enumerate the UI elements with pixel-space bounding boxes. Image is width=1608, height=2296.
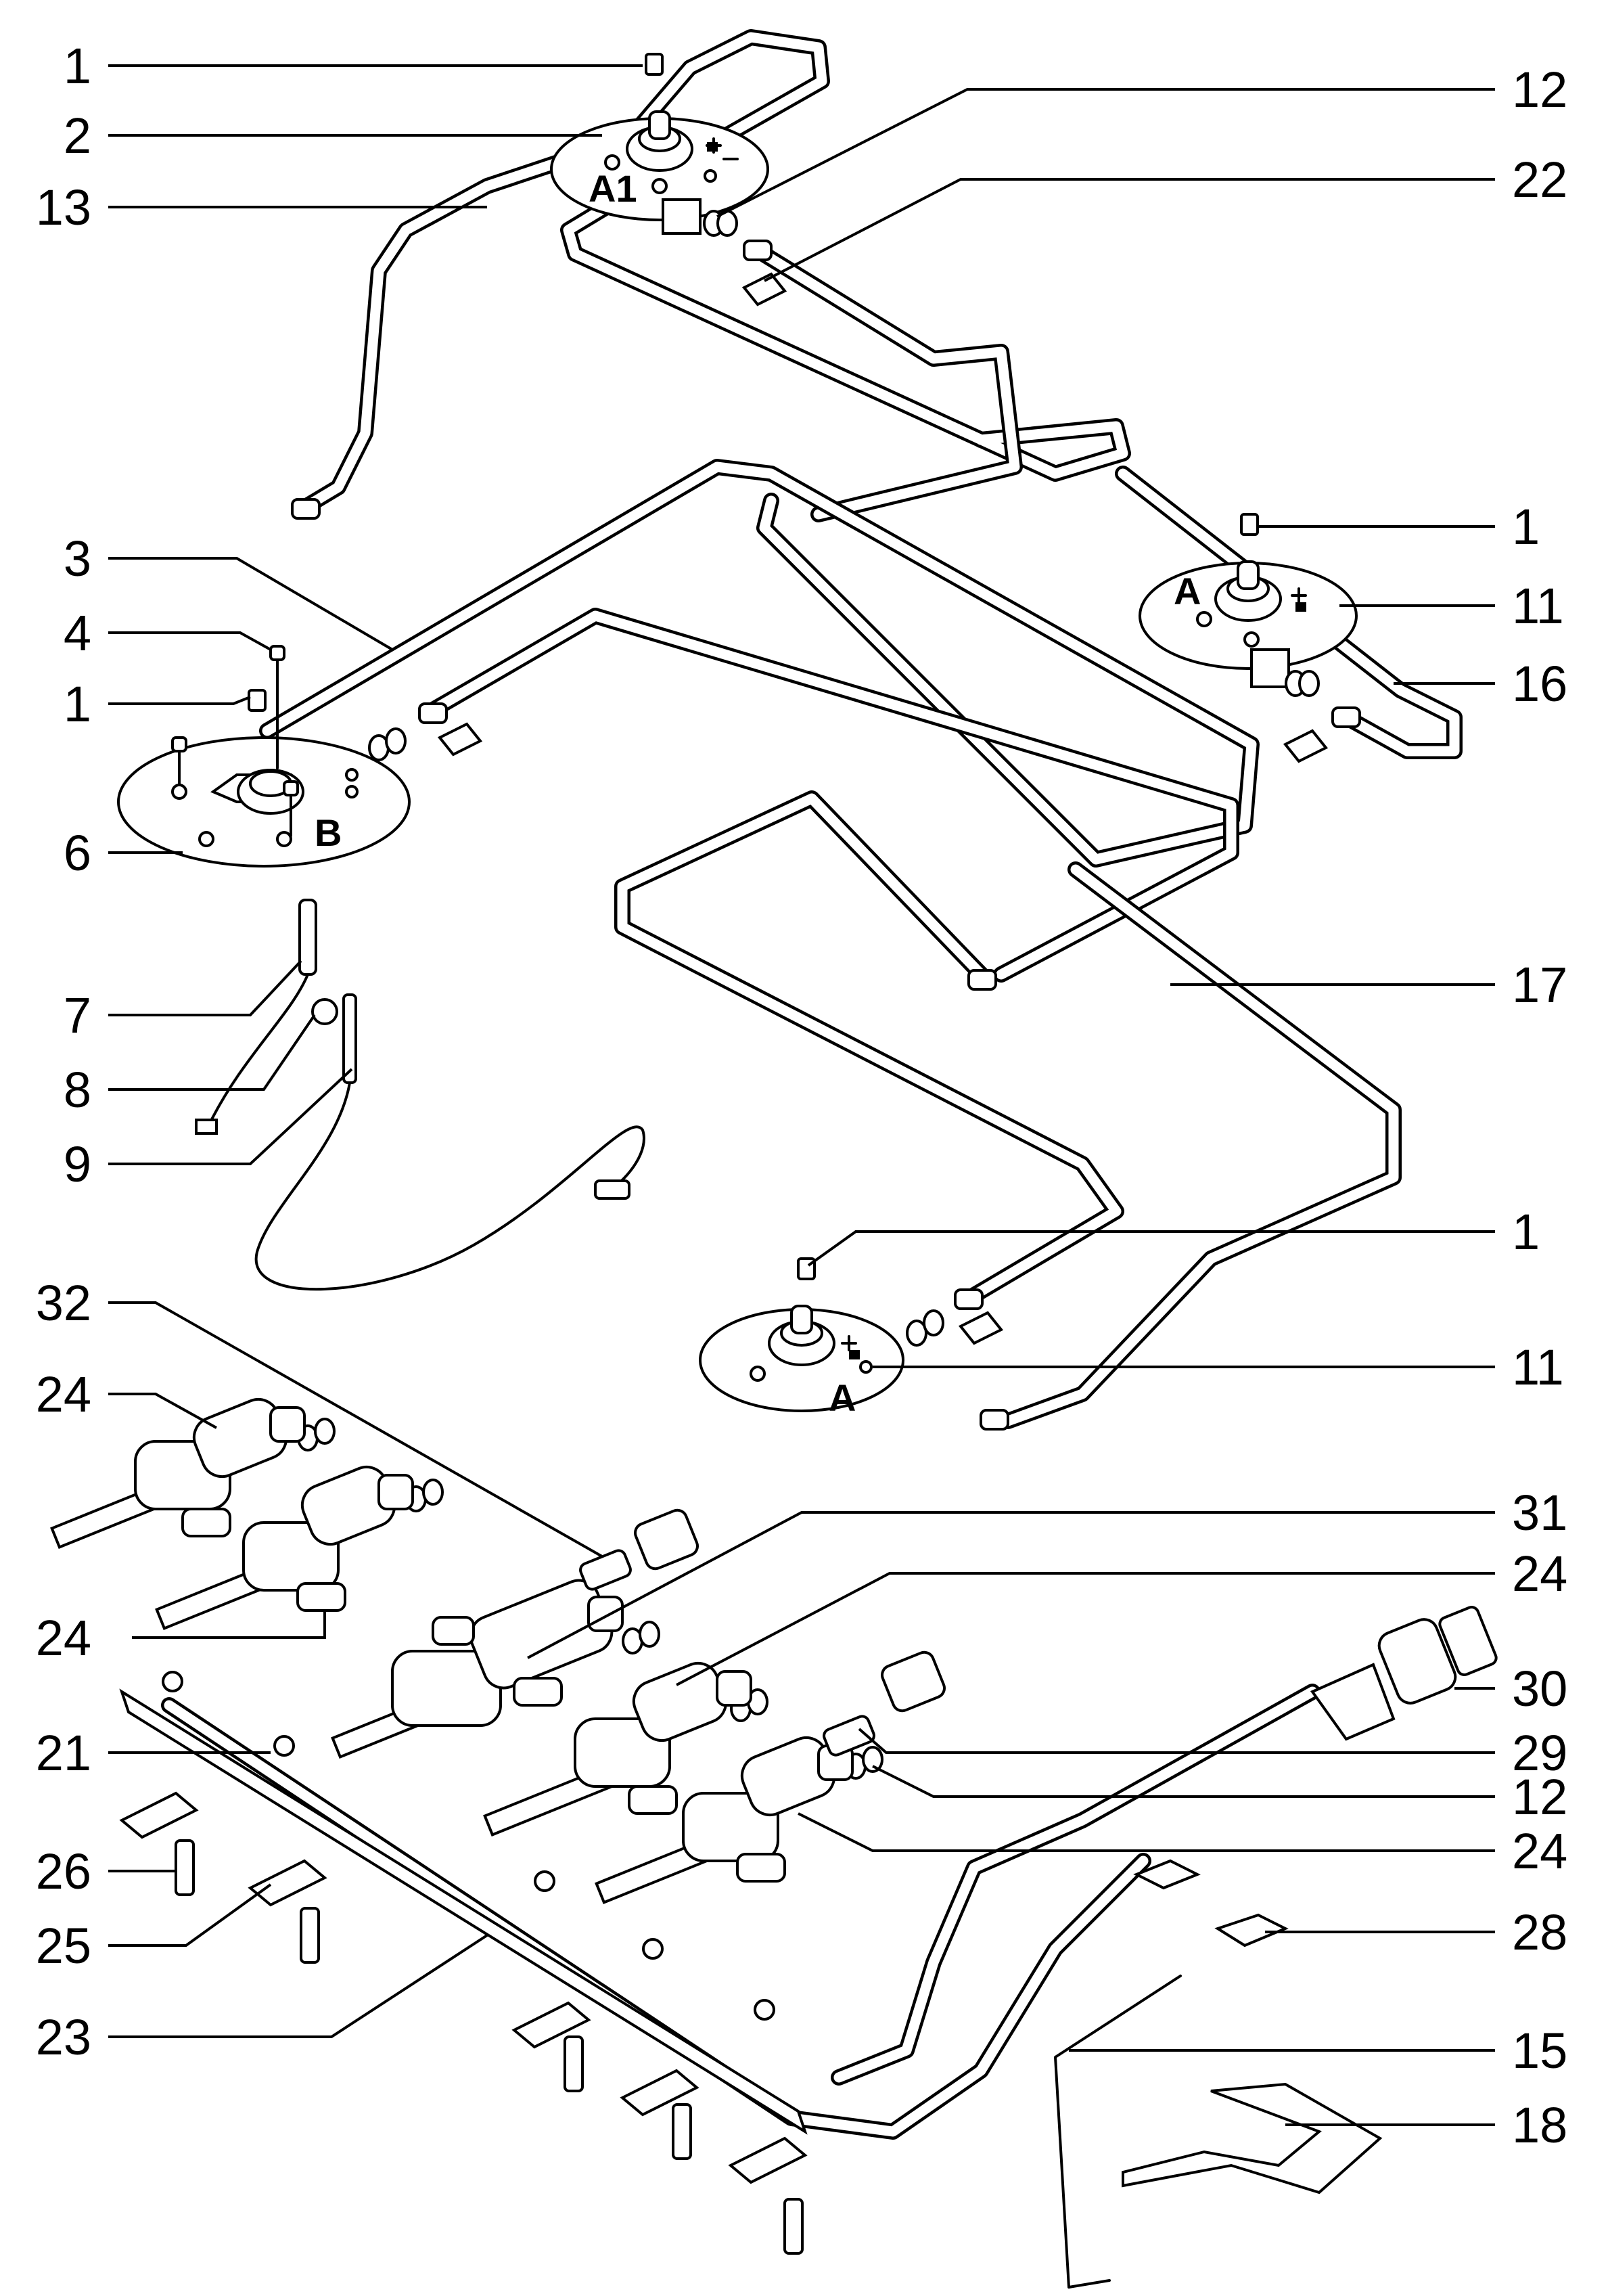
callout-4: 4 — [64, 605, 91, 661]
callout-30: 30 — [1512, 1661, 1567, 1717]
callout-2: 2 — [64, 108, 91, 164]
callout-3: 3 — [64, 531, 91, 587]
callout-13: 13 — [36, 179, 91, 235]
fitting-29 — [823, 1650, 946, 1757]
burner-screw — [171, 645, 299, 837]
callout-21: 21 — [36, 1725, 91, 1781]
thermocouple-connector — [579, 1508, 699, 1591]
pipe-22 — [750, 242, 1023, 522]
callout-25: 25 — [36, 1918, 91, 1974]
callout-26: 26 — [36, 1843, 91, 1899]
pipe-17 — [614, 790, 1124, 1307]
callout-16: 16 — [1512, 656, 1567, 712]
leader-lines — [108, 64, 1495, 2126]
callout-9: 9 — [64, 1136, 91, 1192]
fitting-30 — [1310, 1606, 1498, 1741]
pipe-clip — [437, 272, 1329, 1345]
pipe-end-fitting — [418, 702, 448, 724]
gas-valve-31 — [331, 1579, 624, 1759]
callout-15: 15 — [1512, 2023, 1567, 2079]
callout-17: 17 — [1512, 957, 1567, 1013]
marker-a-bottom: A — [829, 1376, 856, 1419]
marker-b: B — [315, 811, 342, 854]
pipe-end-fitting — [967, 969, 997, 991]
pipe-end-fitting — [954, 1288, 984, 1310]
callout-7: 7 — [64, 987, 91, 1043]
bracket — [119, 1791, 808, 2184]
callout-8: 8 — [64, 1062, 91, 1118]
burner-a1 — [550, 110, 769, 235]
callout-24: 24 — [1512, 1546, 1567, 1602]
callouts-left: 1 2 13 3 4 1 6 7 8 9 32 24 24 21 26 25 2… — [36, 38, 91, 2065]
callout-6: 6 — [64, 825, 91, 881]
pipe-inner-loop — [418, 608, 1239, 983]
clip-28 — [1214, 1913, 1289, 1948]
burner-b — [117, 736, 411, 868]
marker-a1: A1 — [589, 167, 637, 210]
pipe-return-loop — [560, 29, 1131, 482]
callouts-right: 12 22 1 11 16 17 1 11 31 24 30 29 12 24 … — [1512, 62, 1567, 2153]
pipe-main-supply — [831, 1684, 1320, 2086]
gas-valve-3 — [483, 1661, 752, 1837]
callout-1: 1 — [64, 676, 91, 732]
callout-29: 29 — [1512, 1725, 1567, 1781]
pipe-end-fitting — [291, 498, 321, 520]
burner-a-bottom — [699, 1305, 904, 1412]
o-ring-seals — [297, 210, 1320, 1780]
callout-1: 1 — [1512, 1204, 1540, 1260]
callout-23: 23 — [36, 2009, 91, 2065]
callout-11: 11 — [1512, 578, 1564, 634]
callout-11: 11 — [1512, 1339, 1564, 1395]
callout-12: 12 — [1512, 1769, 1567, 1825]
callout-24: 24 — [1512, 1823, 1567, 1879]
callout-1: 1 — [1512, 499, 1540, 555]
gas-valve-1 — [50, 1397, 306, 1549]
pipe-3 — [259, 459, 1260, 868]
callout-24: 24 — [36, 1366, 91, 1422]
callout-24: 24 — [36, 1610, 91, 1666]
screw — [175, 1839, 804, 2255]
pipe-end-fitting — [1331, 706, 1361, 728]
gas-valve-2 — [155, 1465, 414, 1632]
callout-22: 22 — [1512, 152, 1567, 208]
pipe-long-diagonal — [1000, 861, 1402, 1429]
pipe-end-fitting — [743, 240, 773, 261]
callout-28: 28 — [1512, 1904, 1567, 1960]
pipe-13 — [296, 131, 637, 516]
callout-32: 32 — [36, 1275, 91, 1331]
clip-small — [1133, 1859, 1201, 1890]
pipe-end-fitting — [980, 1409, 1009, 1431]
thermocouple — [254, 993, 645, 1291]
callout-12: 12 — [1512, 62, 1567, 118]
pipe-16 — [1115, 466, 1463, 759]
callout-31: 31 — [1512, 1485, 1567, 1541]
marker-a-right: A — [1174, 570, 1201, 612]
callout-1: 1 — [64, 38, 91, 94]
bracket-plate-18 — [1122, 2082, 1383, 2194]
rod-15 — [1054, 1975, 1182, 2289]
callout-18: 18 — [1512, 2097, 1567, 2153]
gas-valve-4 — [595, 1736, 854, 1904]
ignition-electrode — [195, 899, 317, 1135]
burner-a-right — [1139, 560, 1358, 688]
manifold-bar — [119, 1671, 808, 2135]
